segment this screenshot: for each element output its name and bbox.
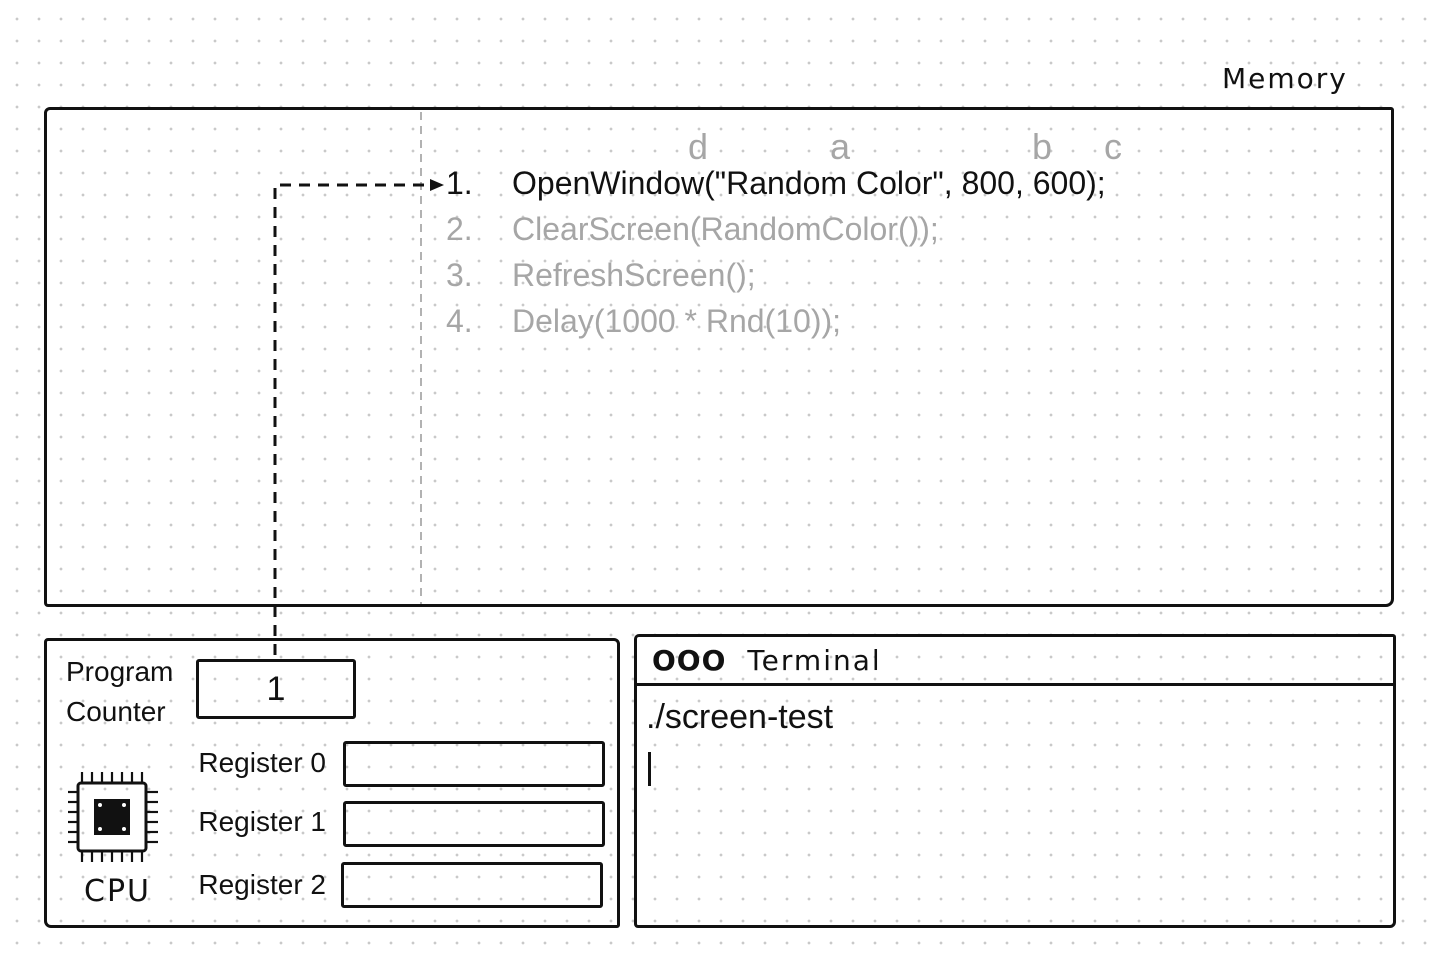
program-counter-label-line-2: Counter [66, 696, 166, 727]
line-number-2: 2. [446, 211, 473, 247]
param-marker-c: c [1104, 126, 1122, 167]
code-line-4: Delay(1000 * Rnd(10)); [512, 303, 842, 339]
code-line-3: RefreshScreen(); [512, 257, 756, 293]
program-counter-label-line-1: Program [66, 656, 174, 687]
register-0-field [343, 741, 605, 787]
line-number-4: 4. [446, 303, 473, 339]
program-counter-label: Program Counter [66, 652, 173, 732]
memory-label: Memory [1222, 62, 1348, 95]
terminal-window [634, 634, 1396, 928]
register-0-label: Register 0 [198, 747, 326, 778]
window-controls-icon[interactable]: OOO [652, 644, 727, 677]
cpu-chip-icon [68, 772, 158, 862]
cpu-panel [44, 638, 620, 928]
param-marker-d: d [688, 126, 709, 167]
line-number-3: 3. [446, 257, 473, 293]
pointer-arrowhead-icon [430, 179, 444, 191]
terminal-title: Terminal [747, 644, 882, 677]
code-line-1: OpenWindow("Random Color", 800, 600); [512, 165, 1106, 201]
terminal-title-bar: OOO Terminal [652, 644, 882, 677]
memory-panel [44, 107, 1394, 607]
line-number-1: 1. [446, 165, 473, 201]
register-2-label: Register 2 [198, 869, 326, 900]
register-1-label: Register 1 [198, 806, 326, 837]
terminal-command: ./screen-test [646, 698, 834, 736]
pc-pointer-path [273, 183, 432, 655]
register-1-field [343, 801, 605, 847]
terminal-cursor[interactable] [648, 752, 651, 786]
param-marker-a: a [830, 126, 851, 167]
code-line-2: ClearScreen(RandomColor()); [512, 211, 939, 247]
cpu-label: CPU [84, 874, 151, 909]
param-marker-b: b [1032, 126, 1053, 167]
program-counter-value: 1 [196, 659, 356, 719]
register-2-field [341, 862, 603, 908]
terminal-title-divider [637, 683, 1393, 686]
